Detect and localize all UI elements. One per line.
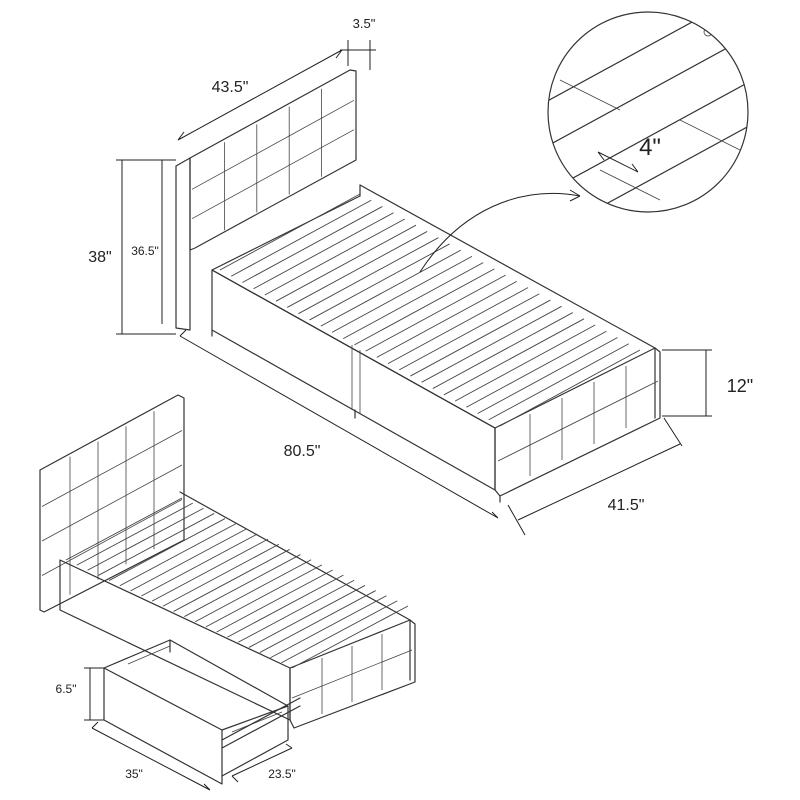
label-headboard-height: 36.5" [131, 244, 159, 258]
slat-zoom-detail [547, 11, 749, 213]
label-drawer-depth: 23.5" [268, 767, 296, 781]
slat-gap-arrow [597, 151, 639, 173]
headboard-front [189, 69, 357, 251]
slats-bottom [65, 497, 409, 669]
label-drawer-height: 6.5" [56, 682, 77, 696]
footboard-tufting-bottom [291, 634, 413, 714]
dimension-lines-bottom [84, 667, 293, 791]
label-headboard-depth: 3.5" [353, 16, 376, 31]
zoom-circle [547, 11, 749, 213]
footboard-tufting [497, 366, 659, 476]
zoom-leader [419, 193, 581, 273]
bed-feet [211, 329, 501, 503]
label-bed-length: 80.5" [284, 443, 321, 460]
drawer-box [103, 639, 289, 777]
slats-top [219, 193, 641, 427]
zoom-leader-arrow [569, 189, 581, 202]
frame-left-rail [211, 269, 496, 491]
headboard-side [175, 157, 191, 331]
drawer-inner [127, 645, 283, 733]
label-headboard-width: 43.5" [212, 79, 249, 96]
label-bed-width: 41.5" [608, 497, 645, 514]
footboard [494, 347, 661, 497]
bed-bottom-view [39, 394, 416, 785]
label-frame-height: 12" [727, 376, 753, 396]
label-slat-gap: 4" [639, 134, 661, 161]
drawer-front [103, 667, 223, 785]
headboard-tufting-bottom [41, 411, 183, 595]
headboard-tufting [191, 88, 355, 231]
frame-right-rail [359, 184, 656, 419]
drawer-seam-top [351, 345, 361, 414]
label-total-height: 38" [88, 249, 111, 266]
headboard-front-bottom [39, 394, 185, 613]
bed-top-view [175, 69, 661, 503]
drawer-runner [221, 697, 301, 749]
label-drawer-length: 35" [125, 767, 143, 781]
footboard-bottom [289, 619, 416, 729]
dimension-lines-top [116, 40, 712, 536]
frame-right-rail-bottom [179, 491, 411, 681]
frame-left-rail-top [211, 195, 496, 429]
frame-left-rail-bottom [59, 559, 291, 721]
